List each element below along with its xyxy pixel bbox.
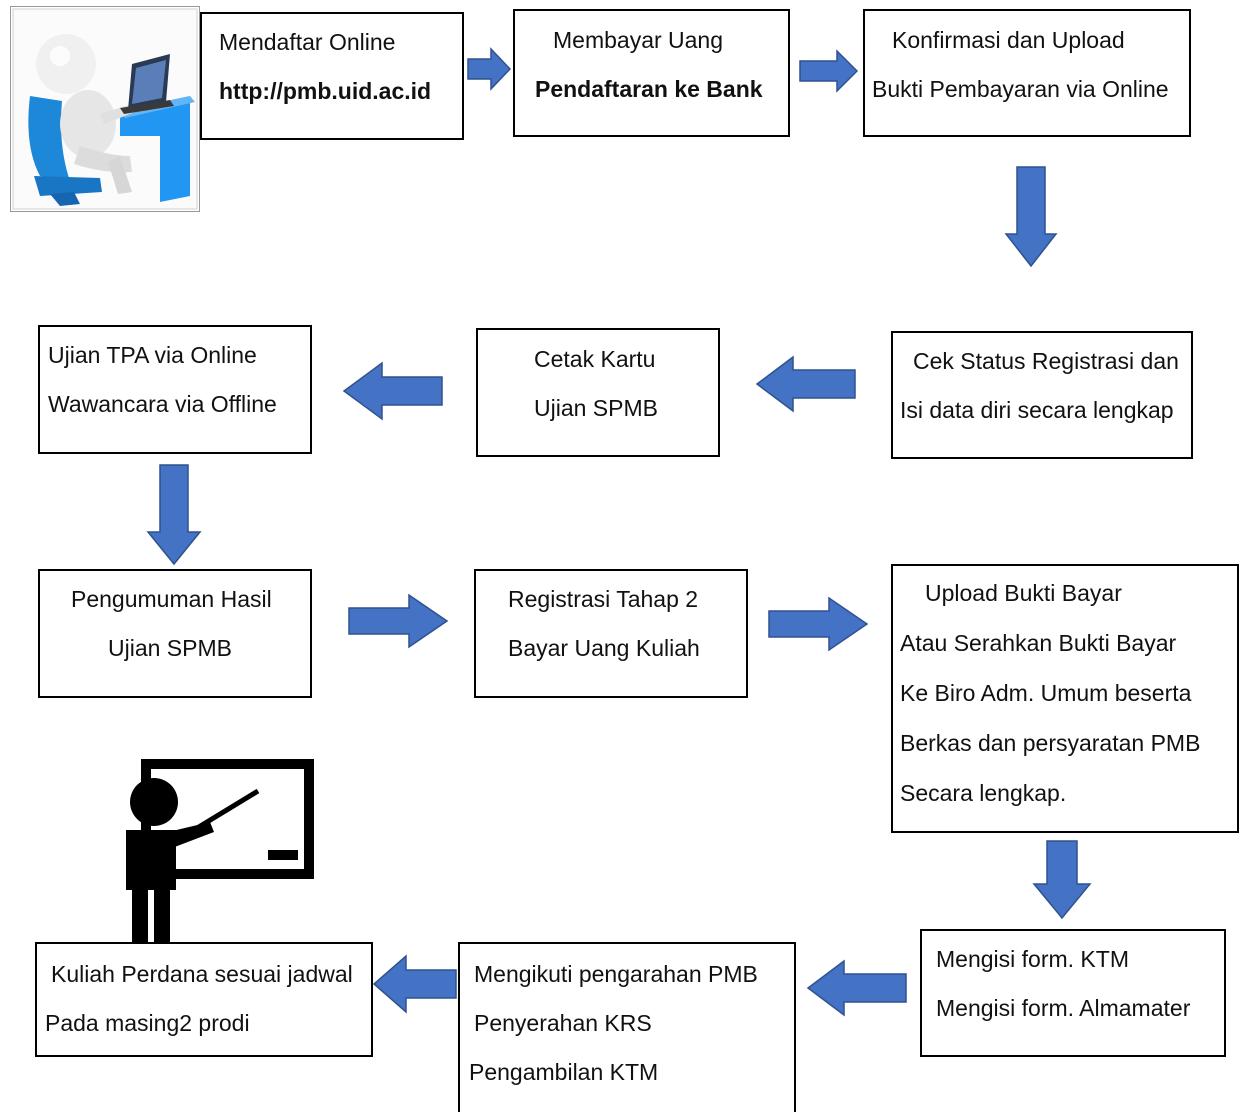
arrow-right xyxy=(348,593,449,649)
step-text: Kuliah Perdana sesuai jadwal xyxy=(51,961,353,987)
step-text: Penyerahan KRS xyxy=(474,1010,652,1036)
arrow-left xyxy=(755,355,856,413)
step-text: Mendaftar Online xyxy=(219,29,396,55)
step-box-registrasi-tahap-2: Registrasi Tahap 2 Bayar Uang Kuliah xyxy=(474,569,748,698)
arrow-down-icon xyxy=(1032,840,1092,920)
step-box-mengisi-form: Mengisi form. KTM Mengisi form. Almamate… xyxy=(920,929,1226,1057)
step-text: Ke Biro Adm. Umum beserta xyxy=(900,680,1192,706)
step-text: Bayar Uang Kuliah xyxy=(508,635,700,661)
step-box-mengikuti-pengarahan: Mengikuti pengarahan PMB Penyerahan KRS … xyxy=(458,942,796,1112)
step-box-pengumuman-hasil: Pengumuman Hasil Ujian SPMB xyxy=(38,569,312,698)
step-box-cetak-kartu: Cetak Kartu Ujian SPMB xyxy=(476,328,720,457)
arrow-right-icon xyxy=(799,49,859,93)
step-box-cek-status: Cek Status Registrasi dan Isi data diri … xyxy=(891,331,1193,459)
step-text: Berkas dan persyaratan PMB xyxy=(900,730,1201,756)
arrow-left xyxy=(806,959,907,1017)
arrow-left xyxy=(342,361,443,421)
arrow-right-icon xyxy=(467,47,512,91)
arrow-left-icon xyxy=(342,361,443,421)
step-text: Pada masing2 prodi xyxy=(45,1010,250,1036)
step-box-membayar-uang: Membayar Uang Pendaftaran ke Bank xyxy=(513,9,790,137)
arrow-right xyxy=(799,49,859,93)
arrow-right xyxy=(467,47,512,91)
step-text: Mengisi form. Almamater xyxy=(936,995,1191,1021)
3d-person-at-laptop-icon xyxy=(10,6,200,212)
arrow-down-icon xyxy=(1004,166,1058,268)
person-laptop-illustration xyxy=(10,6,200,212)
step-box-mendaftar-online: Mendaftar Online http://pmb.uid.ac.id xyxy=(200,12,464,140)
step-text: Upload Bukti Bayar xyxy=(925,580,1122,606)
step-text: Bukti Pembayaran via Online xyxy=(872,76,1169,102)
step-box-kuliah-perdana: Kuliah Perdana sesuai jadwal Pada masing… xyxy=(35,942,373,1057)
step-text: Pengambilan KTM xyxy=(469,1059,659,1085)
step-text: Secara lengkap. xyxy=(900,780,1067,806)
arrow-right-icon xyxy=(348,593,449,649)
step-text: Cek Status Registrasi dan xyxy=(913,348,1179,374)
teacher-illustration xyxy=(118,758,318,948)
step-box-ujian-tpa: Ujian TPA via Online Wawancara via Offli… xyxy=(38,325,312,454)
step-link-text: http://pmb.uid.ac.id xyxy=(219,78,432,104)
step-text: Pengumuman Hasil xyxy=(71,586,272,612)
arrow-down xyxy=(1004,166,1058,268)
arrow-left xyxy=(372,954,457,1014)
arrow-left-icon xyxy=(755,355,856,413)
arrow-down-icon xyxy=(146,464,202,566)
step-text: Isi data diri secara lengkap xyxy=(900,397,1174,423)
teacher-at-whiteboard-icon xyxy=(126,759,314,944)
step-text: Ujian SPMB xyxy=(108,635,232,661)
arrow-right xyxy=(768,596,869,652)
step-text: Membayar Uang xyxy=(553,27,724,53)
step-box-upload-bukti-bayar: Upload Bukti Bayar Atau Serahkan Bukti B… xyxy=(891,564,1239,833)
step-text: Ujian SPMB xyxy=(534,395,658,421)
step-text: Registrasi Tahap 2 xyxy=(508,586,699,612)
step-text: Pendaftaran ke Bank xyxy=(535,76,763,102)
step-text: Konfirmasi dan Upload xyxy=(892,27,1125,53)
arrow-down xyxy=(1032,840,1092,920)
arrow-left-icon xyxy=(806,959,907,1017)
step-text: Wawancara via Offline xyxy=(48,391,277,417)
step-text: Ujian TPA via Online xyxy=(48,342,257,368)
step-text: Cetak Kartu xyxy=(534,346,656,372)
arrow-right-icon xyxy=(768,596,869,652)
step-text: Atau Serahkan Bukti Bayar xyxy=(900,630,1177,656)
arrow-down xyxy=(146,464,202,566)
step-box-konfirmasi-upload: Konfirmasi dan Upload Bukti Pembayaran v… xyxy=(863,9,1191,137)
step-text: Mengisi form. KTM xyxy=(936,946,1129,972)
step-text: Mengikuti pengarahan PMB xyxy=(474,961,758,987)
arrow-left-icon xyxy=(372,954,457,1014)
